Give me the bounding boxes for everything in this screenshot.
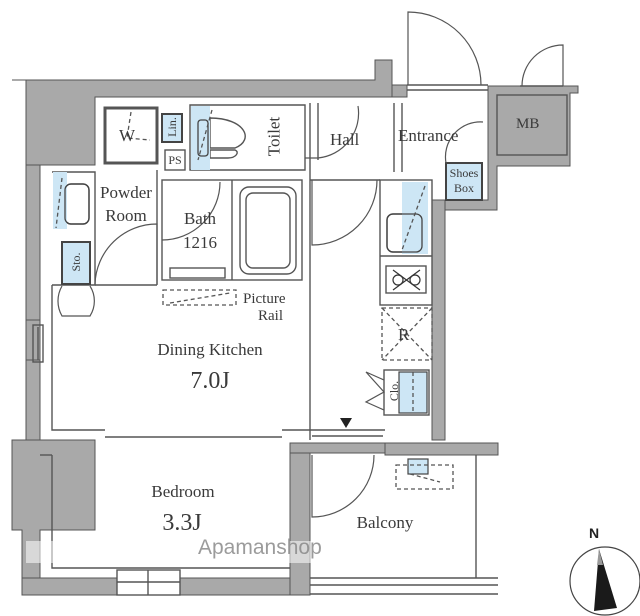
label-refrigerator: R: [398, 325, 410, 344]
compass-north-label: N: [589, 525, 600, 541]
compass-icon: [569, 546, 640, 616]
label-meter-box: MB: [516, 116, 540, 132]
label-pipe-space: PS: [168, 153, 182, 167]
label-washer: W: [119, 126, 136, 145]
door-swings: [57, 11, 564, 518]
label-bedroom-size: 3.3J: [162, 510, 202, 536]
entry-marker: [340, 418, 352, 428]
label-toilet: Toilet: [264, 116, 284, 157]
label-dining-kitchen: Dining Kitchen: [157, 340, 263, 359]
storage-fills: [53, 106, 483, 475]
watermark-band: [26, 541, 396, 563]
watermark: Apamanshop: [198, 536, 322, 559]
stove-burners: [392, 269, 421, 291]
label-bath: Bath: [183, 209, 217, 228]
label-hall: Hall: [330, 130, 360, 149]
label-bath-size: 1216: [183, 233, 217, 252]
label-bedroom: Bedroom: [151, 482, 215, 501]
label-shoes-box-1: Shoes: [449, 166, 479, 180]
label-entrance: Entrance: [398, 126, 459, 145]
exterior-walls: [11, 59, 579, 596]
label-powder-room-1: Powder: [100, 183, 152, 202]
label-powder-room-2: Room: [105, 206, 147, 225]
label-picture-rail-1: Picture: [243, 291, 286, 307]
label-storage: Sto.: [69, 252, 83, 272]
label-shoes-box-2: Box: [453, 181, 474, 195]
label-balcony: Balcony: [356, 513, 414, 532]
dashed-lines: [55, 109, 454, 490]
label-picture-rail-2: Rail: [258, 308, 283, 324]
label-closet: Clo.: [387, 380, 401, 402]
label-linen: Lin.: [165, 117, 179, 137]
label-dining-kitchen-size: 7.0J: [190, 368, 230, 394]
